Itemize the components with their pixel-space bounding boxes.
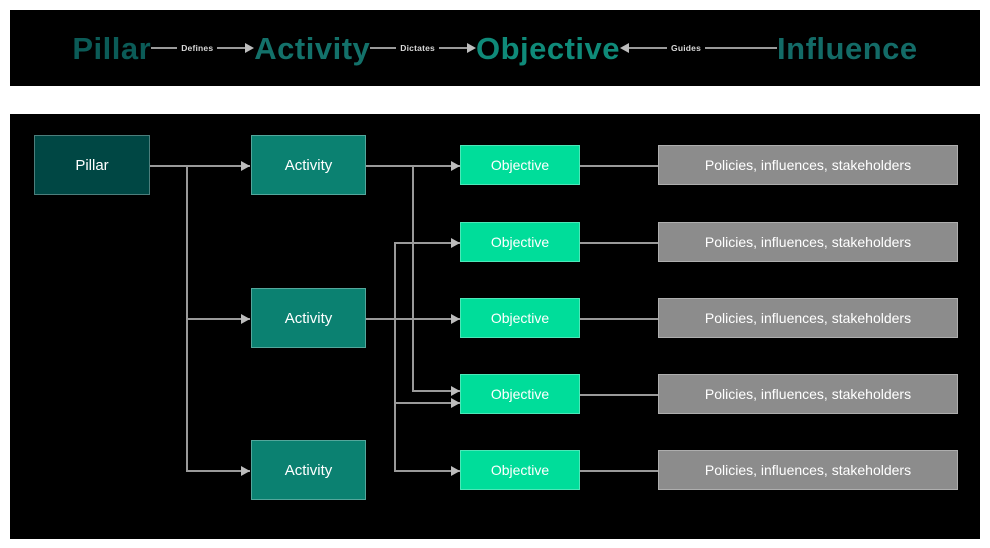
legend-flow-row: Pillar Defines Activity Dictates Objecti… xyxy=(10,10,980,86)
arrow-right-icon xyxy=(241,466,250,476)
node-influence-4[interactable]: Policies, influences, stakeholders xyxy=(658,374,958,414)
edge-activity2-to-objective4 xyxy=(394,402,460,404)
connector-line xyxy=(217,47,246,49)
arrow-right-icon xyxy=(451,238,460,248)
node-objective-3[interactable]: Objective xyxy=(460,298,580,338)
arrow-left-icon xyxy=(620,43,630,53)
node-influence-5[interactable]: Policies, influences, stakeholders xyxy=(658,450,958,490)
edge-influence1-to-objective1 xyxy=(580,165,658,167)
legend-connector-guides: Guides xyxy=(620,38,778,58)
edge-activity3-to-objective5 xyxy=(394,470,460,472)
node-influence-3[interactable]: Policies, influences, stakeholders xyxy=(658,298,958,338)
legend-banner: Pillar Defines Activity Dictates Objecti… xyxy=(10,10,980,86)
legend-word-activity: Activity xyxy=(254,30,371,66)
edge-activity2-riser xyxy=(394,242,396,404)
node-objective-4[interactable]: Objective xyxy=(460,374,580,414)
legend-word-pillar: Pillar xyxy=(72,30,152,66)
node-objective-1[interactable]: Objective xyxy=(460,145,580,185)
connector-line xyxy=(370,47,397,49)
node-influence-1[interactable]: Policies, influences, stakeholders xyxy=(658,145,958,185)
connector-line xyxy=(629,47,668,49)
edge-pillar-trunk xyxy=(186,165,188,470)
legend-connector-dictates: Dictates xyxy=(370,38,476,58)
legend-word-influence: Influence xyxy=(777,30,918,66)
node-activity-3[interactable]: Activity xyxy=(251,440,366,500)
legend-connector-defines: Defines xyxy=(151,38,255,58)
edge-pillar-to-activity-3 xyxy=(186,470,250,472)
edge-activity1-to-objective4 xyxy=(412,390,460,392)
edge-activity2-to-objective3 xyxy=(366,318,460,320)
node-pillar[interactable]: Pillar xyxy=(34,135,150,195)
legend-connector-label-defines: Defines xyxy=(181,43,214,53)
edge-influence4-to-objective4 xyxy=(580,394,658,396)
legend-word-objective: Objective xyxy=(475,30,621,66)
edge-pillar-to-activity-2 xyxy=(186,318,250,320)
connector-line xyxy=(151,47,178,49)
legend-connector-label-guides: Guides xyxy=(671,43,702,53)
edge-activity1-riser xyxy=(412,165,414,392)
arrow-right-icon xyxy=(241,161,250,171)
edge-influence2-to-objective2 xyxy=(580,242,658,244)
arrow-right-icon xyxy=(451,466,460,476)
arrow-right-icon xyxy=(451,314,460,324)
edge-activity2-to-objective2 xyxy=(394,242,460,244)
arrow-right-icon xyxy=(451,161,460,171)
arrow-right-icon xyxy=(451,398,460,408)
node-objective-5[interactable]: Objective xyxy=(460,450,580,490)
node-objective-2[interactable]: Objective xyxy=(460,222,580,262)
legend-connector-label-dictates: Dictates xyxy=(400,43,435,53)
edge-activity3-riser xyxy=(394,402,396,471)
edge-influence3-to-objective3 xyxy=(580,318,658,320)
arrow-right-icon xyxy=(241,314,250,324)
connector-line xyxy=(438,47,467,49)
diagram-panel: Pillar Activity Activity Activity Object… xyxy=(10,114,980,539)
edge-pillar-to-activity-1 xyxy=(150,165,250,167)
arrow-right-icon xyxy=(466,43,476,53)
arrow-right-icon xyxy=(245,43,255,53)
connector-line xyxy=(705,47,778,49)
node-activity-2[interactable]: Activity xyxy=(251,288,366,348)
arrow-right-icon xyxy=(451,386,460,396)
node-activity-1[interactable]: Activity xyxy=(251,135,366,195)
edge-influence5-to-objective5 xyxy=(580,470,658,472)
node-influence-2[interactable]: Policies, influences, stakeholders xyxy=(658,222,958,262)
